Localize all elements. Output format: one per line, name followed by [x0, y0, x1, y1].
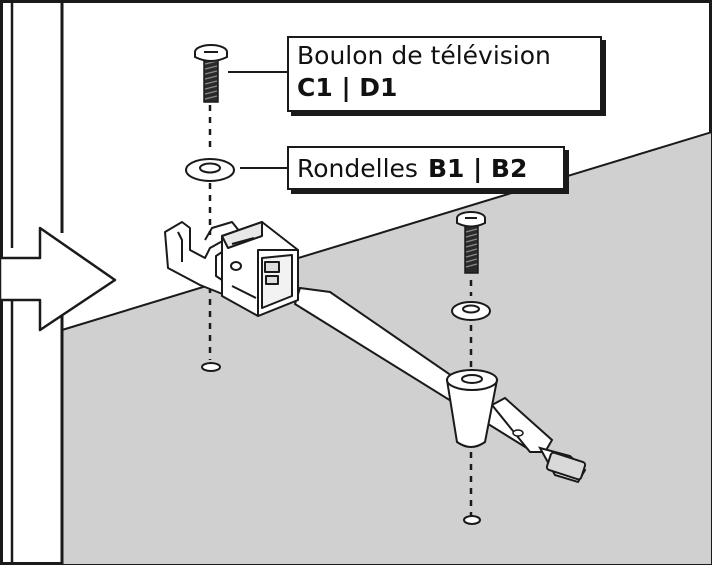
- tv-bolt-left-icon: [194, 44, 228, 103]
- washer-right-icon: [451, 301, 491, 321]
- hole-right: [463, 515, 481, 525]
- direction-arrow-icon: [0, 226, 117, 332]
- hole-left: [201, 362, 221, 372]
- bolt-part-codes: C1 | D1: [297, 73, 398, 102]
- washer-label: Rondelles: [297, 154, 418, 183]
- mounting-bracket-icon: [164, 221, 299, 317]
- washer-callout: Rondelles B1 | B2: [287, 146, 565, 190]
- bolt-label: Boulon de télévision: [297, 41, 551, 70]
- washer-left-icon: [185, 158, 235, 182]
- bolt-callout: Boulon de télévision C1 | D1: [287, 36, 602, 112]
- tv-bolt-right-icon: [456, 211, 486, 274]
- left-edge: [10, 0, 64, 565]
- washer-part-codes: B1 | B2: [427, 154, 528, 183]
- cone-spacer-icon: [445, 369, 499, 448]
